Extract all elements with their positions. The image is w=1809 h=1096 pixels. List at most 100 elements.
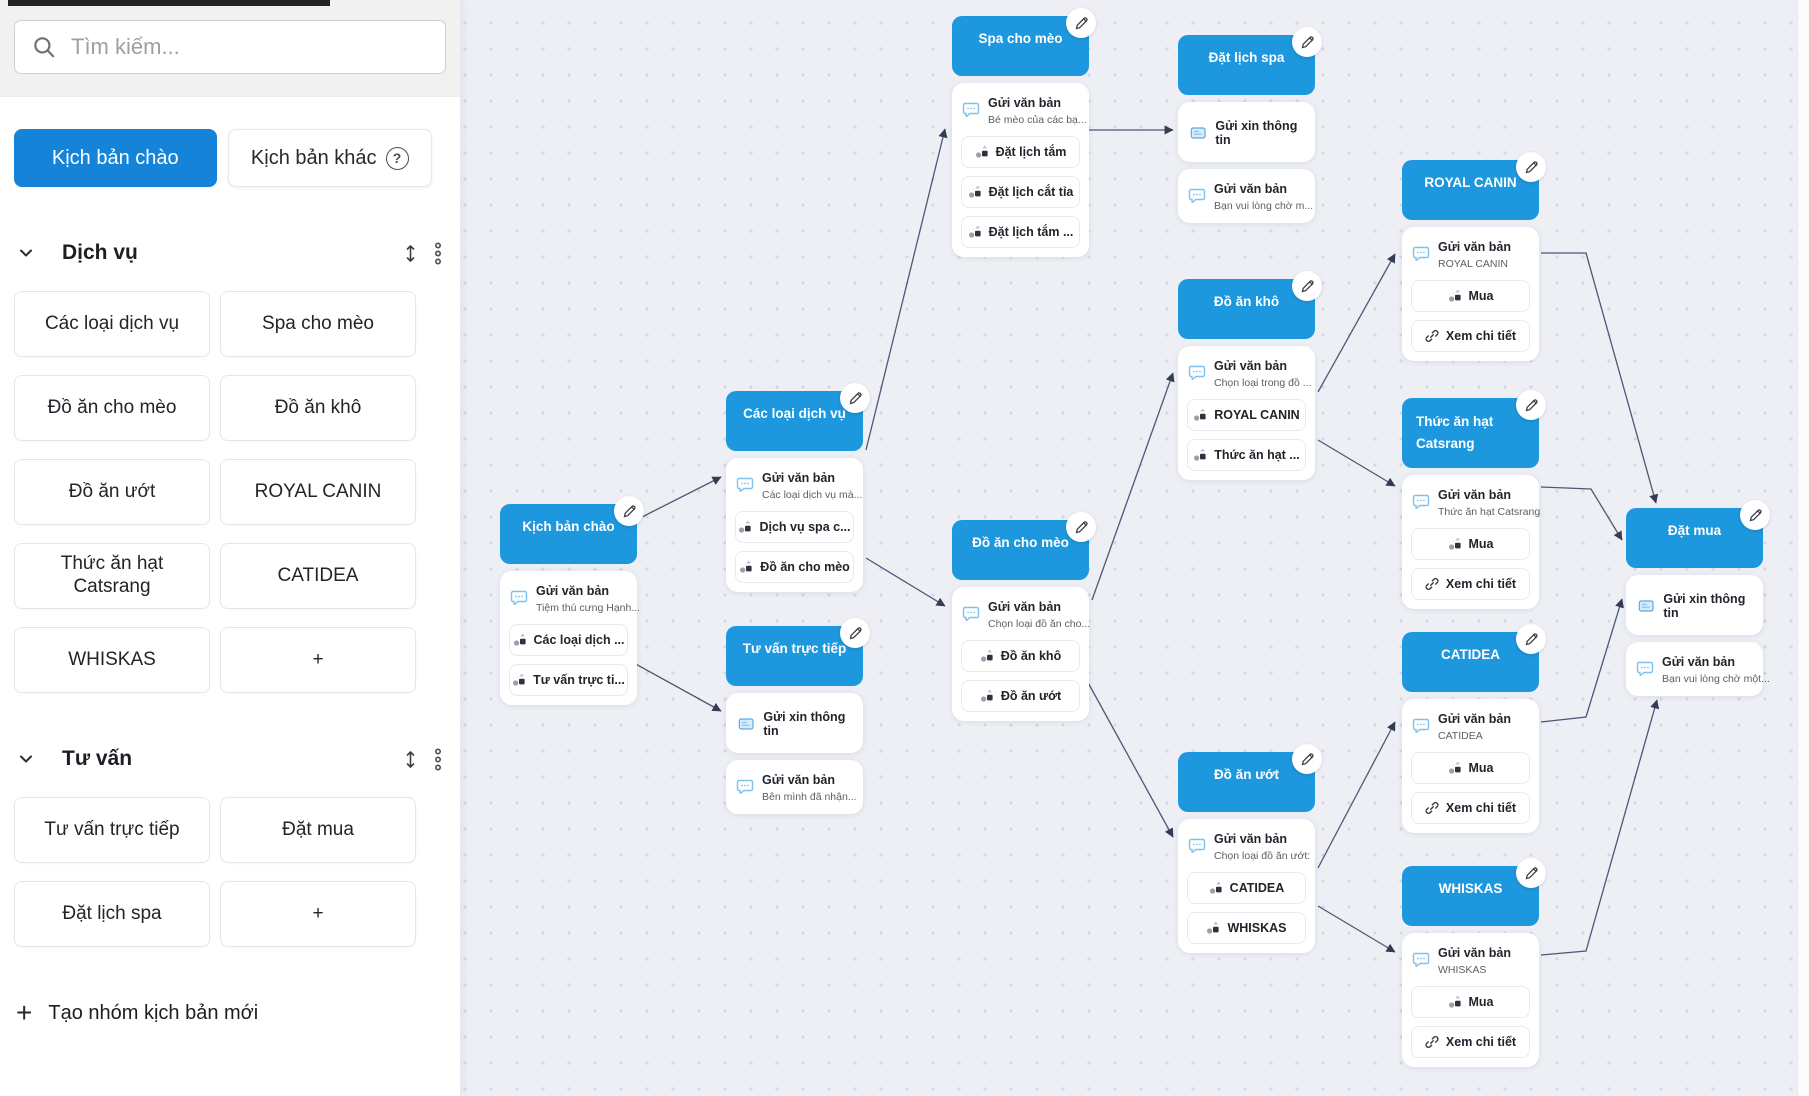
scenario-button[interactable]: CATIDEA — [220, 543, 416, 609]
scenario-button[interactable]: Thức ăn hạt Catsrang — [14, 543, 210, 609]
node-item-request-info[interactable]: Gửi xin thông tin — [1634, 584, 1755, 634]
node-item-option[interactable]: Đồ ăn khô — [961, 640, 1080, 672]
scenario-button[interactable]: Spa cho mèo — [220, 291, 416, 357]
node-card[interactable]: Gửi văn bản Bên mình đã nhận... — [726, 760, 863, 814]
node-card[interactable]: Gửi văn bản Bạn vui lòng chờ m... — [1178, 169, 1315, 223]
node-item-send-text[interactable]: Gửi văn bản Bé mèo của các bạ... — [960, 92, 1087, 136]
node-card[interactable]: Gửi văn bản Bạn vui lòng chờ một... — [1626, 642, 1770, 696]
node-item-option[interactable]: Mua — [1411, 280, 1530, 312]
node-item-send-text[interactable]: Gửi văn bản Chọn loại trong đồ ... — [1186, 355, 1311, 399]
node-item-send-text[interactable]: Gửi văn bản Bên mình đã nhận... — [734, 769, 857, 813]
node-item-send-text[interactable]: Gửi văn bản Bạn vui lòng chờ m... — [1186, 178, 1313, 222]
node-item-link[interactable]: Xem chi tiết — [1411, 320, 1530, 352]
node-item-send-text[interactable]: Gửi văn bản Tiệm thú cưng Hạnh... — [508, 580, 640, 624]
node-header[interactable]: Đặt lịch spa — [1178, 27, 1322, 95]
edit-node-button[interactable] — [1066, 8, 1096, 38]
edit-node-button[interactable] — [1292, 744, 1322, 774]
node-card[interactable]: Gửi văn bản Chọn loại trong đồ ... ROYAL… — [1178, 346, 1315, 480]
flow-node[interactable]: Đặt mua Gửi xin thông tin Gửi văn bản Bạ… — [1626, 500, 1770, 696]
collapse-toggle[interactable] — [18, 751, 44, 767]
node-item-link[interactable]: Xem chi tiết — [1411, 568, 1530, 600]
node-item-request-info[interactable]: Gửi xin thông tin — [1186, 111, 1307, 161]
node-header[interactable]: ROYAL CANIN — [1402, 152, 1546, 220]
edit-node-button[interactable] — [1516, 624, 1546, 654]
scenario-button[interactable]: ROYAL CANIN — [220, 459, 416, 525]
node-item-option[interactable]: CATIDEA — [1187, 872, 1306, 904]
node-item-option[interactable]: Mua — [1411, 986, 1530, 1018]
edit-node-button[interactable] — [1516, 152, 1546, 182]
node-item-send-text[interactable]: Gửi văn bản Bạn vui lòng chờ một... — [1634, 651, 1770, 695]
tab-kich-ban-khac[interactable]: Kịch bản khác ? — [227, 129, 432, 187]
node-card[interactable]: Gửi văn bản Chọn loại đồ ăn ướt: CATIDEA… — [1178, 819, 1315, 953]
flow-node[interactable]: Đồ ăn cho mèo Gửi văn bản Chọn loại đồ ă… — [952, 512, 1096, 721]
collapse-toggle[interactable] — [18, 245, 44, 261]
node-header[interactable]: Tư vấn trực tiếp — [726, 618, 870, 686]
node-card[interactable]: Gửi xin thông tin — [726, 693, 863, 753]
node-item-option[interactable]: ROYAL CANIN — [1187, 399, 1306, 431]
edit-node-button[interactable] — [840, 383, 870, 413]
node-header[interactable]: Kịch bản chào — [500, 496, 644, 564]
search-input[interactable] — [69, 33, 429, 61]
scenario-button[interactable]: Tư vấn trực tiếp — [14, 797, 210, 863]
add-scenario-button[interactable]: + — [220, 627, 416, 693]
node-header[interactable]: Spa cho mèo — [952, 8, 1096, 76]
edit-node-button[interactable] — [1516, 390, 1546, 420]
node-item-option[interactable]: WHISKAS — [1187, 912, 1306, 944]
scenario-button[interactable]: Đồ ăn cho mèo — [14, 375, 210, 441]
node-header[interactable]: Đồ ăn khô — [1178, 271, 1322, 339]
flow-node[interactable]: Spa cho mèo Gửi văn bản Bé mèo của các b… — [952, 8, 1096, 257]
group-menu-button[interactable] — [424, 239, 452, 267]
node-header[interactable]: Đặt mua — [1626, 500, 1770, 568]
edit-node-button[interactable] — [1516, 858, 1546, 888]
reorder-button[interactable] — [396, 745, 424, 773]
edit-node-button[interactable] — [1066, 512, 1096, 542]
scenario-button[interactable]: Đồ ăn ướt — [14, 459, 210, 525]
scenario-button[interactable]: WHISKAS — [14, 627, 210, 693]
node-item-send-text[interactable]: Gửi văn bản Chọn loại đồ ăn cho... — [960, 596, 1090, 640]
node-item-send-text[interactable]: Gửi văn bản Thức ăn hạt Catsrang — [1410, 484, 1540, 528]
flow-node[interactable]: Tư vấn trực tiếp Gửi xin thông tin Gửi v… — [726, 618, 870, 814]
edit-node-button[interactable] — [614, 496, 644, 526]
node-item-option[interactable]: Thức ăn hạt ... — [1187, 439, 1306, 471]
group-menu-button[interactable] — [424, 745, 452, 773]
node-header[interactable]: Đồ ăn cho mèo — [952, 512, 1096, 580]
flow-node[interactable]: Đồ ăn ướt Gửi văn bản Chọn loại đồ ăn ướ… — [1178, 744, 1322, 953]
node-card[interactable]: Gửi văn bản Các loại dịch vụ mà... Dịch … — [726, 458, 863, 592]
tab-kich-ban-chao[interactable]: Kịch bản chào — [14, 129, 217, 187]
node-item-option[interactable]: Đồ ăn cho mèo — [735, 551, 854, 583]
node-header[interactable]: CATIDEA — [1402, 624, 1546, 692]
node-item-send-text[interactable]: Gửi văn bản ROYAL CANIN — [1410, 236, 1531, 280]
create-scenario-group-button[interactable]: + Tạo nhóm kịch bản mới — [16, 999, 460, 1027]
node-item-send-text[interactable]: Gửi văn bản WHISKAS — [1410, 942, 1531, 986]
node-item-option[interactable]: Đặt lịch tắm — [961, 136, 1080, 168]
search-box[interactable] — [14, 20, 446, 74]
node-card[interactable]: Gửi xin thông tin — [1178, 102, 1315, 162]
node-item-send-text[interactable]: Gửi văn bản Chọn loại đồ ăn ướt: — [1186, 828, 1310, 872]
node-item-option[interactable]: Đặt lịch tắm ... — [961, 216, 1080, 248]
node-item-option[interactable]: Mua — [1411, 752, 1530, 784]
add-scenario-button[interactable]: + — [220, 881, 416, 947]
edit-node-button[interactable] — [1292, 271, 1322, 301]
node-item-option[interactable]: Đồ ăn ướt — [961, 680, 1080, 712]
flow-node[interactable]: Kịch bản chào Gửi văn bản Tiệm thú cưng … — [500, 496, 644, 705]
node-item-link[interactable]: Xem chi tiết — [1411, 792, 1530, 824]
flow-node[interactable]: Đặt lịch spa Gửi xin thông tin Gửi văn b… — [1178, 27, 1322, 223]
node-card[interactable]: Gửi xin thông tin — [1626, 575, 1763, 635]
node-item-option[interactable]: Đặt lịch cắt tỉa — [961, 176, 1080, 208]
node-item-link[interactable]: Xem chi tiết — [1411, 1026, 1530, 1058]
node-card[interactable]: Gửi văn bản Chọn loại đồ ăn cho... Đồ ăn… — [952, 587, 1090, 721]
flow-node[interactable]: Các loại dịch vụ Gửi văn bản Các loại dị… — [726, 383, 870, 592]
edit-node-button[interactable] — [1740, 500, 1770, 530]
scenario-button[interactable]: Đặt lịch spa — [14, 881, 210, 947]
node-item-option[interactable]: Mua — [1411, 528, 1530, 560]
scenario-button[interactable]: Đặt mua — [220, 797, 416, 863]
node-header[interactable]: Các loại dịch vụ — [726, 383, 870, 451]
